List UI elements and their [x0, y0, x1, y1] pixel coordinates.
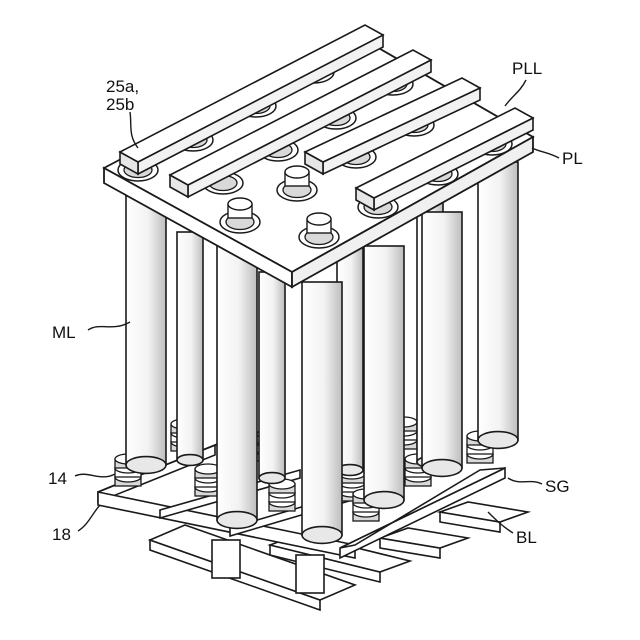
- leader-pl: [532, 148, 559, 158]
- pillar-body: [259, 272, 285, 478]
- contact-plug: [285, 166, 309, 186]
- memory-pillar: [364, 246, 404, 508]
- memory-pillar: [422, 212, 462, 476]
- label-sg: SG: [545, 477, 570, 496]
- select-gate-post: [212, 540, 240, 578]
- pillar-bottom: [478, 432, 518, 449]
- pillar-bottom: [364, 492, 404, 509]
- memory-pillar: [217, 240, 257, 528]
- contact-plug: [307, 213, 331, 233]
- pillar-bottom: [217, 512, 257, 529]
- label-contact-b: 25b: [106, 95, 134, 114]
- pillar-bottom: [422, 460, 462, 477]
- pillar-body: [478, 162, 518, 440]
- leader-ml: [88, 322, 130, 330]
- label-14: 14: [48, 469, 67, 488]
- label-pl: PL: [562, 149, 583, 168]
- memory-pillar: [302, 282, 342, 543]
- leader-pll: [505, 80, 526, 106]
- label-18: 18: [52, 525, 71, 544]
- pillar-body: [126, 196, 166, 465]
- contact-plug: [228, 198, 252, 218]
- leader-14: [75, 474, 115, 477]
- label-contact: 25a,: [106, 77, 139, 96]
- plug-top: [228, 198, 252, 210]
- memory-pillar: [126, 196, 166, 473]
- leader-18: [78, 505, 100, 531]
- pillar-body: [217, 240, 257, 520]
- memory-pillar: [478, 162, 518, 448]
- plug-top: [307, 213, 331, 225]
- pillar-bottom: [302, 527, 342, 544]
- memory-pillar: [177, 232, 203, 465]
- pillar-body: [364, 246, 404, 500]
- label-pll: PLL: [512, 59, 542, 78]
- leader-sg: [508, 478, 542, 484]
- label-bl: BL: [516, 528, 537, 547]
- select-gate-post: [296, 555, 324, 593]
- pillar-body: [302, 282, 342, 535]
- pillar-bottom: [177, 455, 203, 466]
- pillar-bottom: [259, 473, 285, 484]
- pillar-body: [177, 232, 203, 460]
- label-ml: ML: [52, 323, 76, 342]
- memory-pillar: [259, 272, 285, 483]
- pillar-body: [422, 212, 462, 468]
- pillar-bottom: [126, 457, 166, 474]
- plug-top: [285, 166, 309, 178]
